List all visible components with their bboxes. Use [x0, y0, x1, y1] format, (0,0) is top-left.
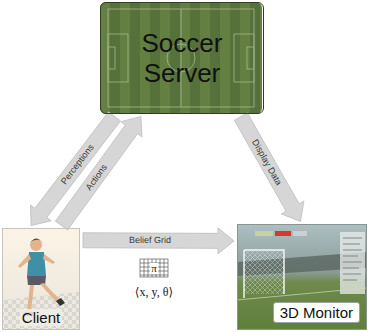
block-arrow	[55, 116, 142, 230]
monitor-box: 3D Monitor	[237, 224, 367, 330]
server-box: Soccer Server	[100, 2, 264, 114]
client-box: Client	[2, 228, 80, 330]
grid-symbol: π	[150, 263, 158, 274]
monitor-screenshot	[237, 224, 367, 330]
node-label: 3D Monitor	[273, 302, 360, 323]
client-figure	[2, 228, 80, 330]
soccer-field	[100, 2, 262, 114]
arrow-label: Actions	[82, 161, 111, 195]
node-label: Soccer Server	[104, 29, 260, 89]
arrow-label: Display Data	[248, 135, 285, 188]
block-arrow	[234, 113, 304, 221]
arrow-label: Belief Grid	[127, 235, 173, 246]
block-arrow	[83, 228, 234, 254]
belief-grid	[140, 259, 168, 277]
pose-label: ⟨x, y, θ⟩	[134, 286, 174, 298]
node-label: Client	[20, 309, 62, 326]
